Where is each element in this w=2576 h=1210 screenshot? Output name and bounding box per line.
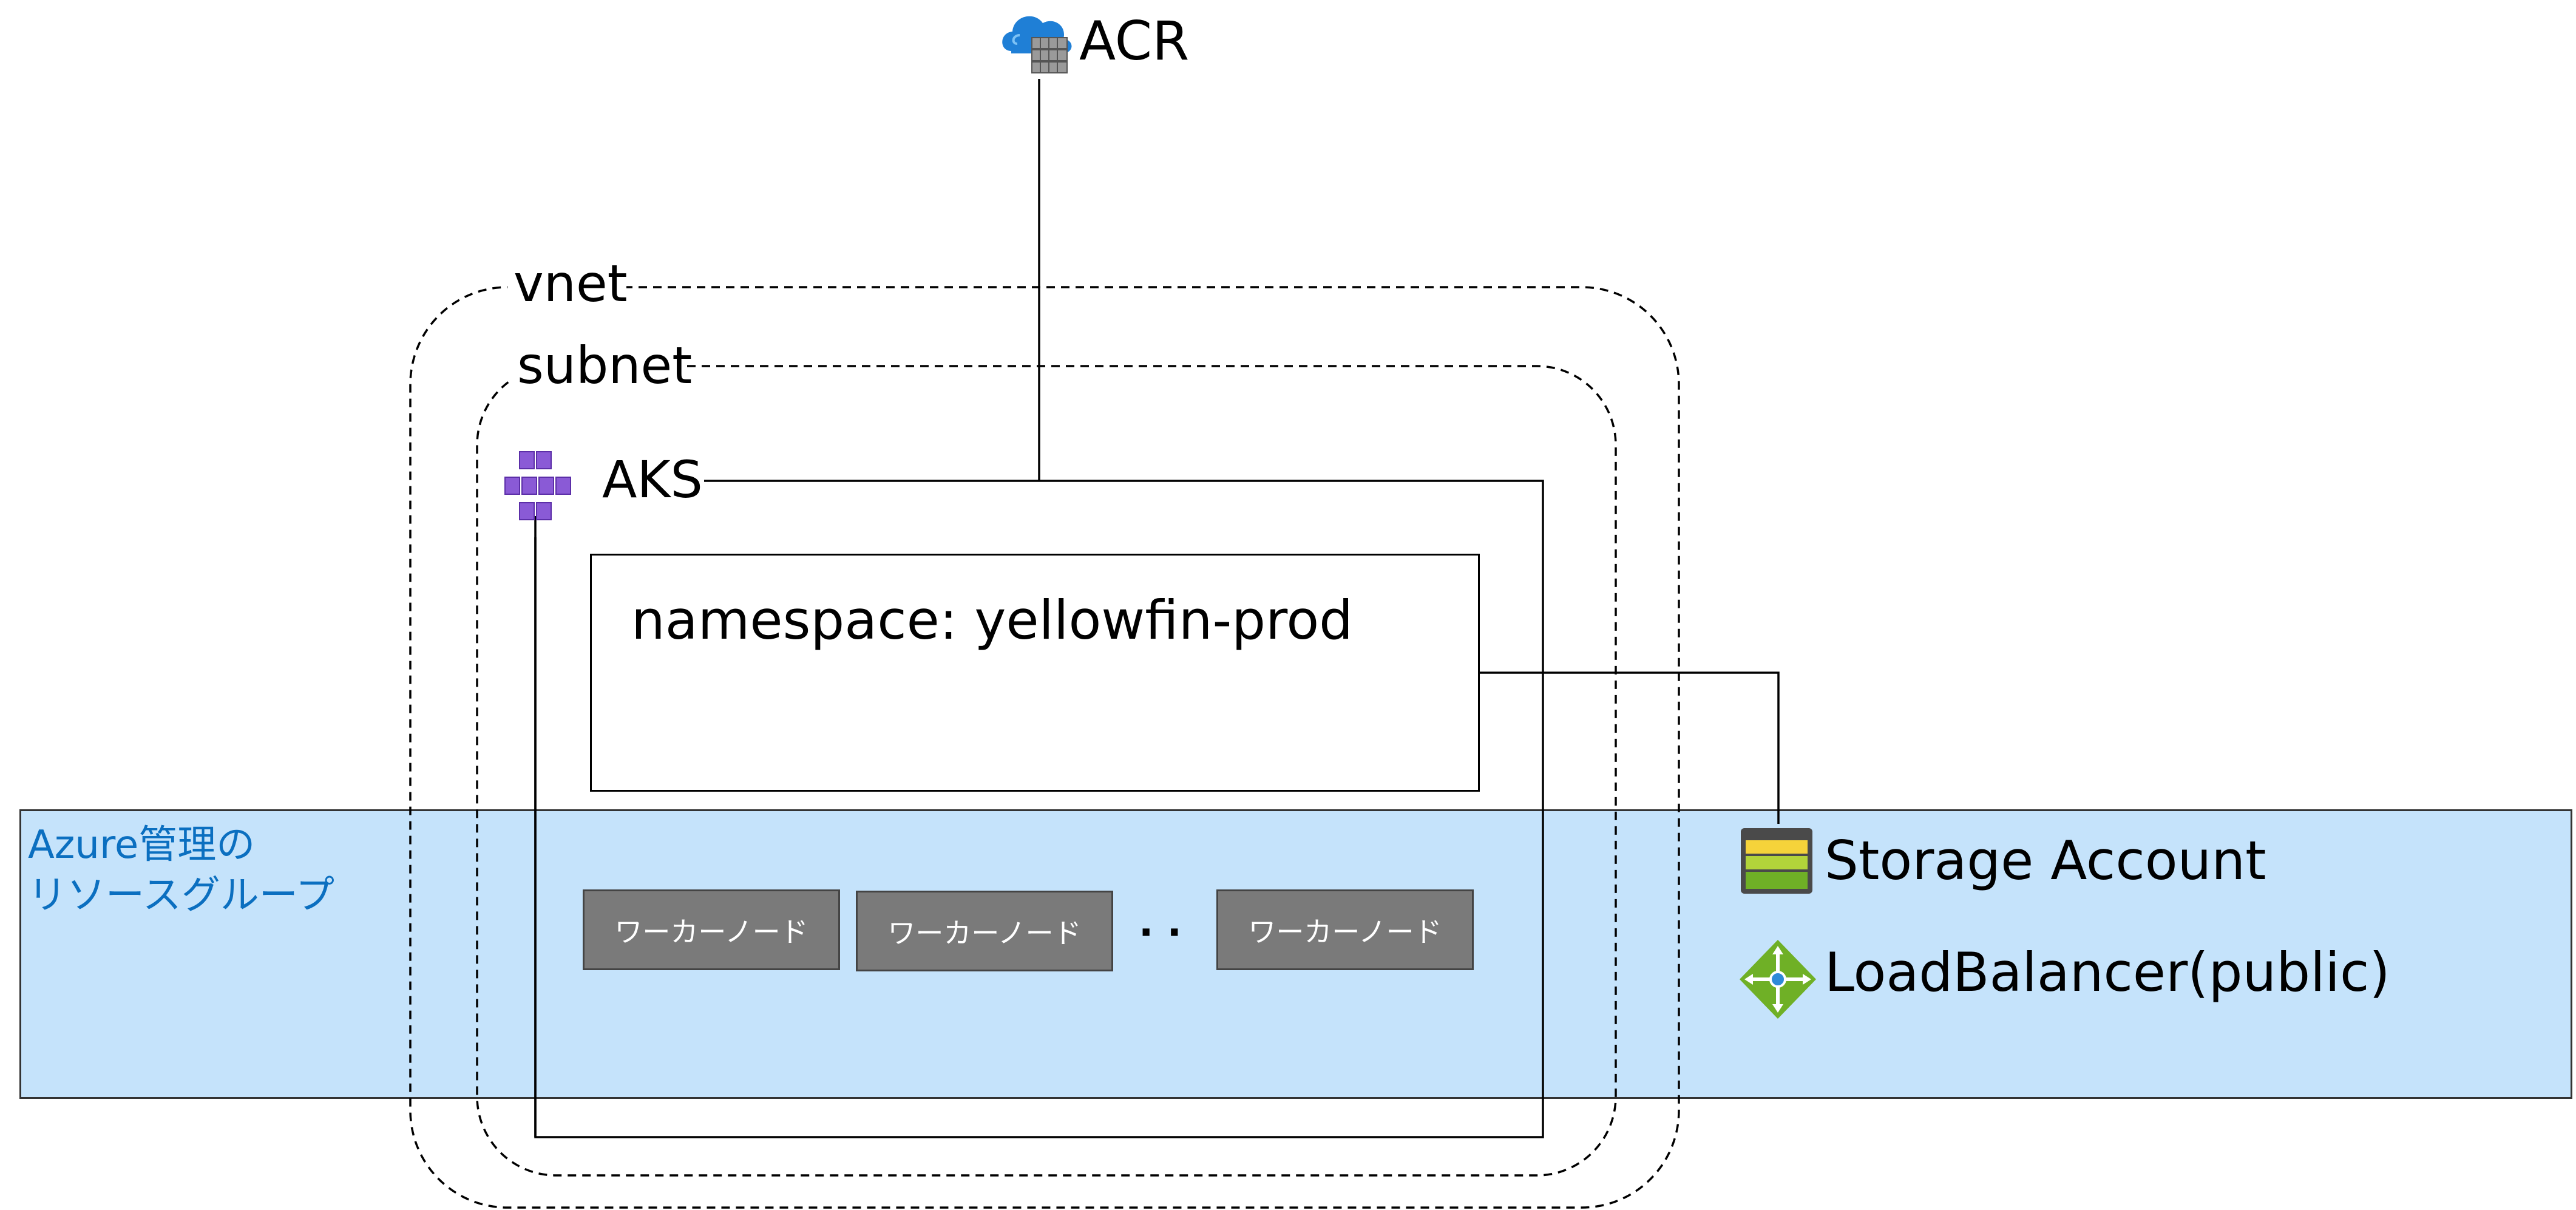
namespace-box (590, 554, 1480, 792)
kubernetes-service-icon (504, 451, 571, 520)
resource-group-label-line1: Azure管理の (28, 823, 256, 868)
container-registry-icon (1002, 16, 1072, 73)
acr-label: ACR (1079, 10, 1190, 72)
worker-node-1: ワーカーノード (583, 889, 840, 970)
vnet-container (409, 286, 1680, 1209)
storage-account-icon (1741, 828, 1812, 894)
subnet-label: subnet (517, 336, 693, 395)
resource-group-label-line2: リソースグループ (28, 873, 334, 918)
load-balancer-label: LoadBalancer(public) (1825, 941, 2390, 1004)
worker-node-3: ワーカーノード (1216, 889, 1474, 970)
namespace-label: namespace: yellowfin-prod (631, 589, 1354, 651)
storage-account-label: Storage Account (1825, 829, 2266, 892)
edge-namespace-storage (1480, 671, 1780, 824)
subnet-container (476, 365, 1617, 1177)
worker-node-2: ワーカーノード (856, 891, 1113, 971)
vnet-label: vnet (514, 254, 628, 313)
load-balancer-icon (1740, 940, 1816, 1019)
worker-ellipsis: · · (1139, 911, 1182, 956)
aks-label: AKS (602, 450, 703, 509)
